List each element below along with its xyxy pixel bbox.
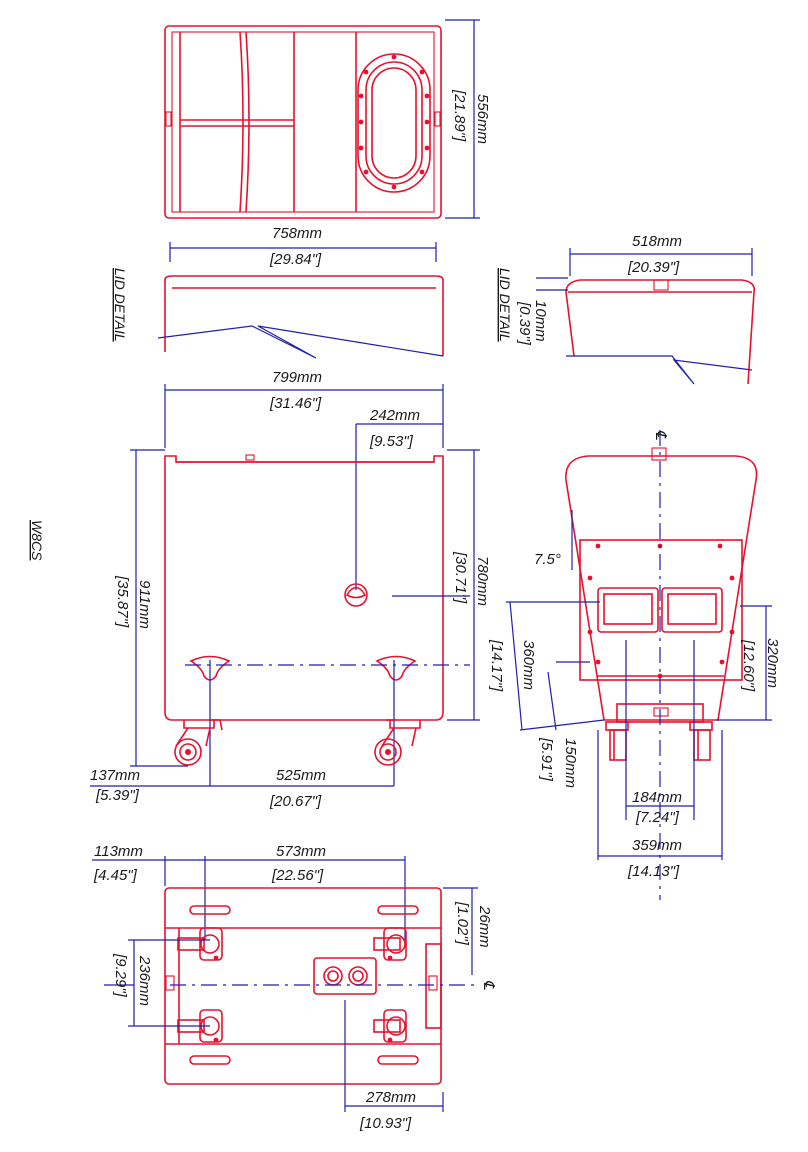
dim-bottom-depth-mm: 236mm bbox=[136, 955, 153, 1006]
top-view: 556mm [21.89"] bbox=[164, 19, 491, 219]
dim-bottom-span-in: [22.56"] bbox=[271, 867, 324, 884]
dim-top-depth-in: [21.89"] bbox=[451, 89, 468, 142]
dim-side-caster-mm: 184mm bbox=[632, 789, 682, 806]
dim-bottom-span-mm: 573mm bbox=[276, 843, 326, 860]
bottom-view: 113mm [4.45"] 573mm [22.56"] bbox=[92, 843, 497, 1132]
dim-lid-width-mm: 758mm bbox=[272, 225, 322, 242]
dim-caster-spacing-mm: 525mm bbox=[276, 767, 326, 784]
side-view: ℄ 7.5° 360mm [14.17"] 150mm [5.91"] 320m… bbox=[488, 430, 781, 900]
model-label: W8CS bbox=[29, 520, 45, 561]
dim-angle: 7.5° bbox=[534, 551, 561, 568]
dim-side-h1-in: [14.17"] bbox=[488, 639, 505, 692]
lid-detail-label-left: LID DETAIL bbox=[112, 268, 128, 342]
dim-bottom-edge-mm: 26mm bbox=[476, 905, 493, 948]
dim-total-height-mm: 911mm bbox=[136, 580, 153, 629]
dim-front-width-in: [31.46"] bbox=[269, 395, 322, 412]
dim-caster-offset-mm: 137mm bbox=[90, 767, 140, 784]
dim-side-width-mm: 359mm bbox=[632, 837, 682, 854]
dim-caster-spacing-in: [20.67"] bbox=[269, 793, 322, 810]
dim-side-panel-in: [12.60"] bbox=[740, 639, 757, 692]
dim-side-h2-in: [5.91"] bbox=[538, 737, 555, 782]
side-caster-left bbox=[605, 721, 629, 761]
side-caster-right bbox=[689, 721, 713, 761]
lid-detail-front: 758mm [29.84"] LID DETAIL bbox=[112, 225, 444, 359]
bottom-caster-tr bbox=[373, 927, 407, 961]
front-caster-left bbox=[174, 719, 223, 766]
dim-body-height-in: [30.71"] bbox=[452, 551, 469, 604]
lid-detail-label-right: LID DETAIL bbox=[497, 268, 513, 342]
dim-bottom-left-mm: 113mm bbox=[94, 843, 143, 860]
bottom-caster-br bbox=[373, 1009, 407, 1043]
dim-caster-offset-in: [5.39"] bbox=[95, 787, 140, 804]
dim-side-caster-in: [7.24"] bbox=[635, 809, 680, 826]
dim-bottom-right-in: [10.93"] bbox=[359, 1115, 412, 1132]
bottom-caster-tl bbox=[177, 927, 223, 961]
dim-handle-offset-mm: 242mm bbox=[369, 407, 420, 424]
dim-total-height-in: [35.87"] bbox=[114, 575, 131, 628]
front-view: 799mm [31.46"] 242mm [9.53"] bbox=[90, 369, 491, 810]
dim-side-h2-mm: 150mm bbox=[562, 738, 579, 788]
dim-side-lid-width-in: [20.39"] bbox=[627, 259, 680, 276]
front-caster-right bbox=[374, 719, 421, 766]
dim-bottom-left-in: [4.45"] bbox=[93, 867, 138, 884]
dim-bottom-depth-in: [9.29"] bbox=[112, 953, 129, 998]
lid-detail-side: 518mm [20.39"] 10mm [0.39"] LID DETAIL bbox=[497, 233, 756, 385]
dim-side-lid-width-mm: 518mm bbox=[632, 233, 682, 250]
dim-lid-thick-in: [0.39"] bbox=[516, 301, 533, 346]
dim-bottom-edge-in: [1.02"] bbox=[454, 901, 471, 946]
centerline-symbol-side: ℄ bbox=[652, 430, 669, 440]
dim-front-width-mm: 799mm bbox=[272, 369, 322, 386]
dim-side-width-in: [14.13"] bbox=[627, 863, 680, 880]
dim-lid-width-in: [29.84"] bbox=[269, 251, 322, 268]
dim-handle-offset-in: [9.53"] bbox=[369, 433, 414, 450]
dim-lid-thick-mm: 10mm bbox=[532, 300, 549, 342]
centerline-symbol-bottom: ℄ bbox=[480, 980, 497, 990]
dim-body-height-mm: 780mm bbox=[474, 556, 491, 606]
bottom-caster-bl bbox=[177, 1009, 223, 1043]
dim-side-panel-mm: 320mm bbox=[764, 638, 781, 688]
dim-side-h1-mm: 360mm bbox=[520, 640, 537, 690]
dim-top-depth-mm: 556mm bbox=[474, 94, 491, 144]
dim-bottom-right-mm: 278mm bbox=[365, 1089, 416, 1106]
